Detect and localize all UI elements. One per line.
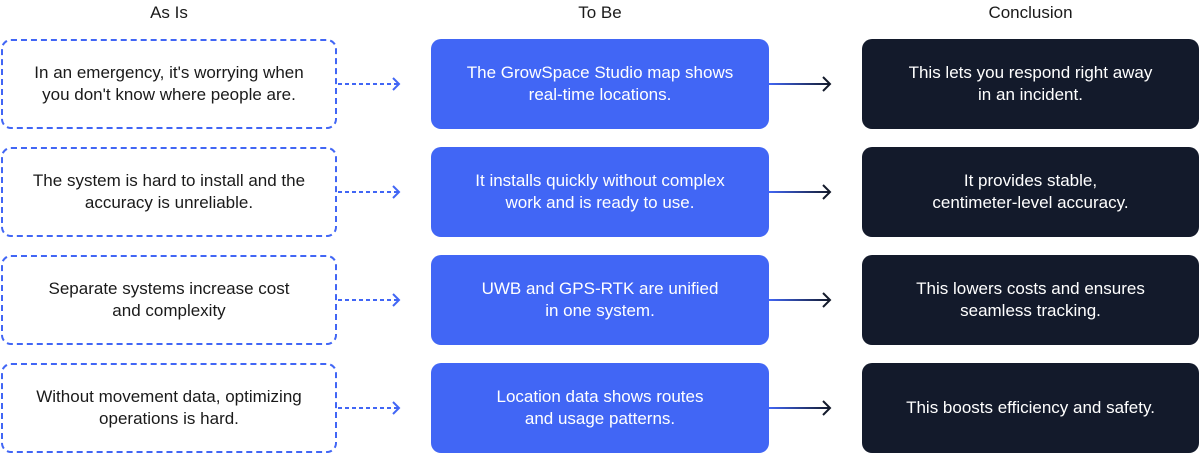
to-be-box: It installs quickly without complex work… bbox=[431, 147, 769, 237]
as-is-text: Separate systems increase cost and compl… bbox=[48, 279, 290, 320]
conclusion-box: This boosts efficiency and safety. bbox=[862, 363, 1199, 453]
conclusion-box: This lets you respond right away in an i… bbox=[862, 39, 1199, 129]
conclusion-box: It provides stable, centimeter-level acc… bbox=[862, 147, 1199, 237]
to-be-text: The GrowSpace Studio map shows real-time… bbox=[466, 63, 734, 104]
solid-arrow-icon bbox=[769, 76, 832, 92]
to-be-box: UWB and GPS-RTK are unified in one syste… bbox=[431, 255, 769, 345]
conclusion-text: This lets you respond right away in an i… bbox=[908, 63, 1153, 104]
conclusion-text: It provides stable, centimeter-level acc… bbox=[932, 171, 1129, 212]
as-is-text: The system is hard to install and the ac… bbox=[32, 171, 306, 212]
column-header-to-be: To Be bbox=[578, 3, 622, 22]
as-is-box: Separate systems increase cost and compl… bbox=[1, 255, 337, 345]
as-is-box: In an emergency, it's worrying when you … bbox=[1, 39, 337, 129]
as-is-text: Without movement data, optimizing operat… bbox=[36, 387, 302, 428]
solid-arrow-icon bbox=[769, 292, 832, 308]
conclusion-text: This lowers costs and ensures seamless t… bbox=[916, 279, 1145, 320]
as-is-box: The system is hard to install and the ac… bbox=[1, 147, 337, 237]
conclusion-box: This lowers costs and ensures seamless t… bbox=[862, 255, 1199, 345]
to-be-box: Location data shows routes and usage pat… bbox=[431, 363, 769, 453]
conclusion-text: This boosts efficiency and safety. bbox=[906, 398, 1155, 417]
to-be-text: Location data shows routes and usage pat… bbox=[496, 387, 704, 428]
dashed-arrow-icon bbox=[338, 77, 401, 91]
column-header-as-is: As Is bbox=[150, 3, 188, 22]
dashed-arrow-icon bbox=[338, 185, 401, 199]
solid-arrow-icon bbox=[769, 184, 832, 200]
solid-arrow-icon bbox=[769, 400, 832, 416]
to-be-box: The GrowSpace Studio map shows real-time… bbox=[431, 39, 769, 129]
to-be-text: UWB and GPS-RTK are unified in one syste… bbox=[481, 279, 719, 320]
to-be-text: It installs quickly without complex work… bbox=[475, 171, 725, 212]
as-is-box: Without movement data, optimizing operat… bbox=[1, 363, 337, 453]
column-header-conclusion: Conclusion bbox=[988, 3, 1073, 22]
dashed-arrow-icon bbox=[338, 401, 401, 415]
as-is-text: In an emergency, it's worrying when you … bbox=[34, 63, 304, 104]
dashed-arrow-icon bbox=[338, 293, 401, 307]
